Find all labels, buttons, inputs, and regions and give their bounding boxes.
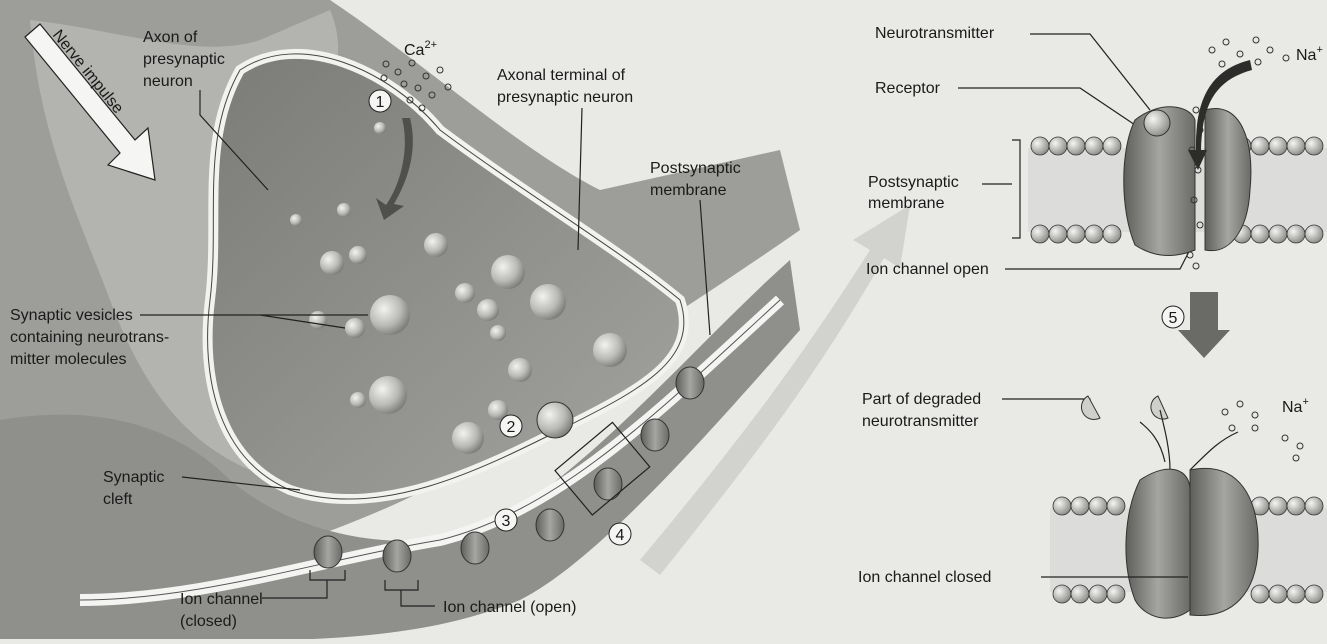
step-3: 3	[495, 509, 517, 531]
ion-channel-open-label: Ion channel (open)	[443, 599, 576, 616]
svg-text:4: 4	[616, 527, 625, 544]
receptor-label: Receptor	[875, 80, 941, 97]
svg-text:2: 2	[507, 419, 516, 436]
svg-text:1: 1	[376, 94, 385, 111]
axonal-terminal-label: Axonal terminal of presynaptic neuron	[497, 67, 633, 106]
svg-text:3: 3	[502, 513, 511, 530]
step-2: 2	[500, 415, 522, 437]
degraded-fragment-1	[1081, 396, 1100, 420]
bilayer-closed	[1050, 468, 1327, 618]
na-top-label: Na+	[1296, 44, 1323, 64]
left-panel: Nerve impulse	[0, 0, 910, 639]
bilayer-open	[1028, 37, 1327, 269]
ion-channel-closed-label-right: Ion channel closed	[858, 569, 991, 586]
right-postsynaptic-label: Postsynaptic membrane	[868, 174, 963, 212]
ion-channel-open-label-right: Ion channel open	[866, 261, 989, 278]
degraded-neurotransmitter-label: Part of degraded neurotransmitter	[862, 391, 986, 430]
right-panel: Neurotransmitter Receptor Postsynaptic m…	[858, 25, 1327, 618]
degraded-fragment-2	[1151, 396, 1168, 419]
na-bottom-label: Na+	[1282, 396, 1309, 416]
step5-arrow	[1178, 292, 1230, 358]
neurotransmitter-label: Neurotransmitter	[875, 25, 995, 42]
step-5: 5	[1162, 306, 1184, 328]
step-1: 1	[369, 90, 391, 112]
bound-neurotransmitter	[1144, 110, 1170, 136]
step-4: 4	[609, 523, 631, 545]
calcium-label: Ca2+	[404, 39, 437, 59]
svg-text:5: 5	[1169, 310, 1178, 327]
